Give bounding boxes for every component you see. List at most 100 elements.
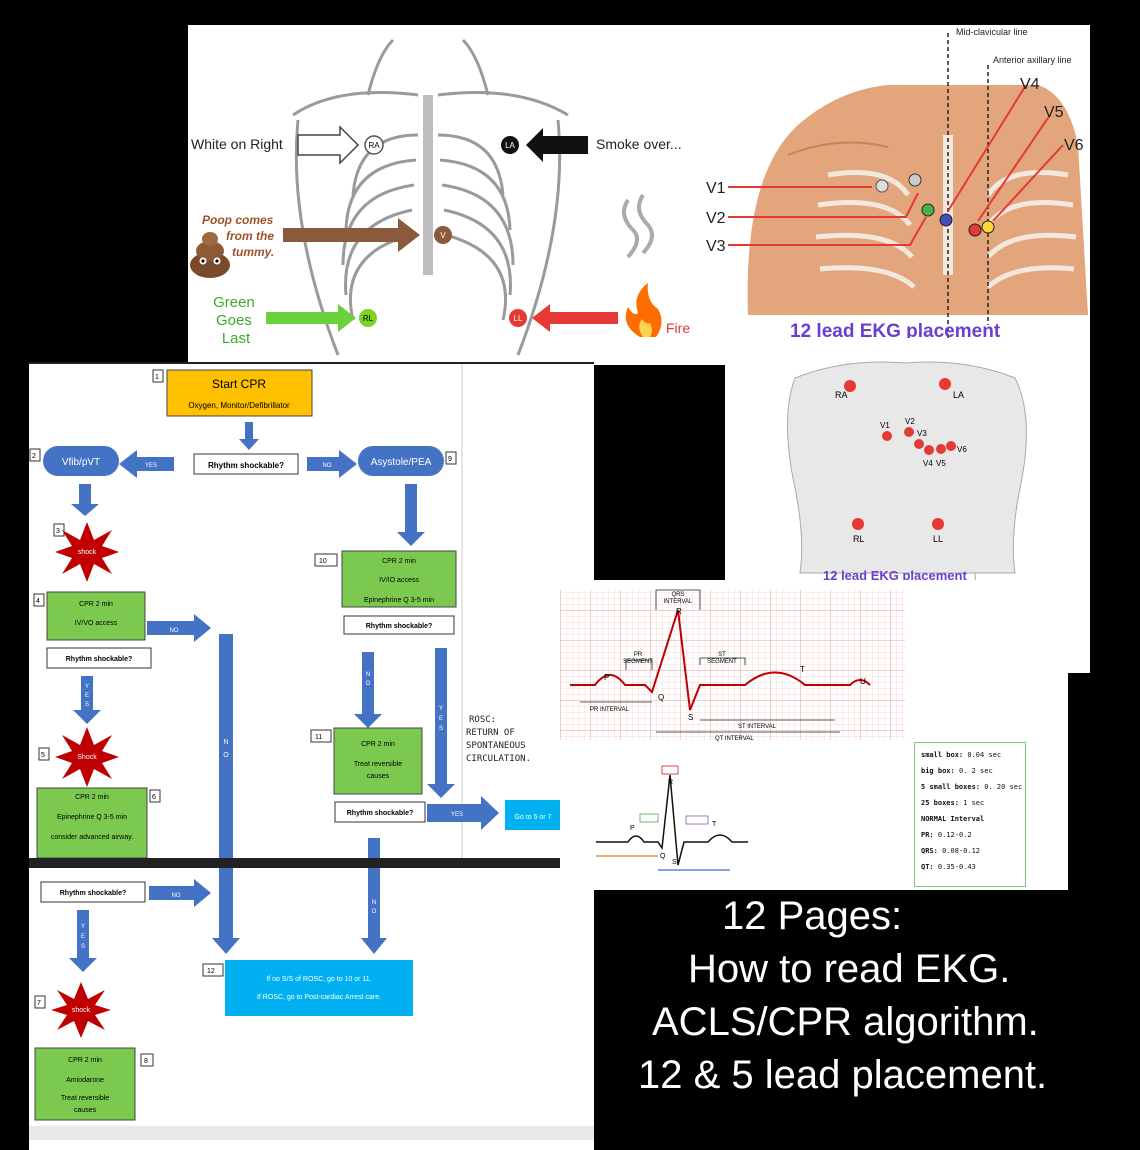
red-arrow-icon xyxy=(532,304,618,332)
ribcage-icon xyxy=(292,38,569,356)
step-11-box xyxy=(333,727,423,795)
mnemonic-diagram: RA LA V RL LL White on Right Smoke over.… xyxy=(190,27,1088,365)
v4-label: V4 xyxy=(1020,76,1040,93)
poop-icon xyxy=(190,232,230,278)
shock-1-text: shock xyxy=(78,549,97,556)
step-8-treat-2: causes xyxy=(74,1107,97,1114)
step-5-num: 5 xyxy=(41,752,45,759)
v5-electrode xyxy=(968,223,982,237)
step-1-num: 1 xyxy=(155,374,159,381)
v2-electrode xyxy=(908,173,922,187)
fire-text: Fire xyxy=(666,320,690,336)
yes-arrow-3-y: Y xyxy=(439,706,443,712)
rhythm-shockable-box-2 xyxy=(343,615,455,635)
big-box-label: big box: xyxy=(921,767,955,775)
lead-placement-panel: RA LA V RL LL White on Right Smoke over.… xyxy=(188,25,1090,365)
step-8-amio: Amiodarone xyxy=(66,1077,104,1084)
yes-arrow-2 xyxy=(73,676,101,724)
no-arrow-5-o: O xyxy=(372,909,377,915)
chest-photo xyxy=(747,85,1088,315)
step-11-treat-2: causes xyxy=(367,773,390,780)
torso-ll-label: LL xyxy=(933,534,943,544)
caption-line-3: ACLS/CPR algorithm. xyxy=(652,1000,1039,1044)
black-arrow-icon xyxy=(526,128,588,162)
poop-line-2: from the xyxy=(226,229,274,243)
v4-electrode xyxy=(939,213,953,227)
poop-line-3: tummy. xyxy=(232,245,274,259)
acls-flowchart: 1 Start CPR Oxygen, Monitor/Defibrillato… xyxy=(29,362,594,860)
yes-arrow-2-s: S xyxy=(85,702,89,708)
rhythm-shockable-box-4 xyxy=(334,801,426,823)
five-small-value: 0. 20 sec xyxy=(984,783,1023,791)
no-arrow-3 xyxy=(354,652,382,728)
torso-la-label: LA xyxy=(953,390,964,400)
torso-ll-dot xyxy=(932,518,944,530)
no-arrow-3-o: O xyxy=(366,681,371,687)
step-12-box xyxy=(225,960,413,1016)
mid-clavicular-text: Mid-clavicular line xyxy=(956,27,1028,37)
small-box-label: small box: xyxy=(921,751,964,759)
qt-value: 0.35-0.43 xyxy=(937,863,976,871)
step-6-epi: Epinephrine Q 3-5 min xyxy=(57,814,127,821)
wave-q: Q xyxy=(658,693,664,702)
pr-label: PR: xyxy=(921,831,934,839)
v6-label: V6 xyxy=(1064,137,1084,154)
step-8-treat-1: Treat reversible xyxy=(61,1095,109,1102)
v1-label: V1 xyxy=(706,180,726,197)
acls-flowchart-2: Rhythm shockable? NO N O Y E S 7 shock C… xyxy=(29,858,594,1150)
torso-v1-label: V1 xyxy=(880,421,890,430)
shock-2-text: Shock xyxy=(77,754,97,761)
torso-ra-dot xyxy=(844,380,856,392)
ra-electrode-label: RA xyxy=(368,141,380,150)
fire-icon xyxy=(625,283,662,337)
ekg-small-waveform xyxy=(596,774,748,866)
wave-u: U xyxy=(860,677,866,686)
smoke-icon xyxy=(622,193,654,259)
step-8-box xyxy=(34,1047,136,1121)
yes-arrow-1-label: YES xyxy=(145,463,157,469)
caption-line-2: How to read EKG. xyxy=(688,947,1011,991)
torso-title: 12 lead EKG placement xyxy=(823,568,967,583)
step-10-epi: Epinephrine Q 3-5 min xyxy=(364,597,434,604)
step-12-line-2: If ROSC, go to Post-cardiac Arrest care. xyxy=(257,994,381,1001)
vfib-text: Vfib/pVT xyxy=(62,457,100,468)
step-6-box xyxy=(36,787,148,859)
no-arrow-3-n: N xyxy=(366,672,370,678)
asystole-box xyxy=(358,446,444,476)
v6-electrode xyxy=(981,220,995,234)
torso-rl-dot xyxy=(852,518,864,530)
rhythm-shockable-box xyxy=(193,453,299,475)
small-wave-r: R xyxy=(668,779,673,786)
green-goes-last-text: Green Goes Last xyxy=(213,294,259,347)
green-arrow-icon xyxy=(266,304,356,332)
brown-arrow-icon xyxy=(283,218,420,252)
five-small-label: 5 small boxes: xyxy=(921,783,981,791)
step-10-ivio: IV/IO access xyxy=(379,577,419,584)
yes-arrow-5-y: Y xyxy=(81,924,85,930)
twentyfive-label: 25 boxes: xyxy=(921,799,959,807)
qt-interval-label: QT INTERVAL xyxy=(715,736,754,742)
no-vertical-bar xyxy=(219,634,233,860)
step-10-num: 10 xyxy=(319,558,327,565)
wave-s: S xyxy=(688,713,693,722)
lead-arrows xyxy=(728,84,1064,246)
step-6-num: 6 xyxy=(152,794,156,801)
wave-r: R xyxy=(676,607,682,616)
goto-box xyxy=(505,800,561,830)
torso-v4-label: V4 xyxy=(923,459,933,468)
yes-arrow-3-s: S xyxy=(439,726,443,732)
step-10-cpr: CPR 2 min xyxy=(382,558,416,565)
yes-arrow-5-s: S xyxy=(81,944,85,950)
small-wave-t: T xyxy=(712,821,717,828)
yes-arrow-5-e: E xyxy=(81,934,85,940)
no-arrow-1-label: NO xyxy=(323,463,332,469)
small-wave-q: Q xyxy=(660,853,666,860)
goto-text: Go to 5 or 7 xyxy=(515,814,552,821)
start-cpr-sub: Oxygen, Monitor/Defibrillator xyxy=(188,401,290,410)
rhythm-shockable-text: Rhythm shockable? xyxy=(208,461,284,470)
yes-arrow-3-e: E xyxy=(439,716,443,722)
small-wave-p: P xyxy=(630,825,635,832)
